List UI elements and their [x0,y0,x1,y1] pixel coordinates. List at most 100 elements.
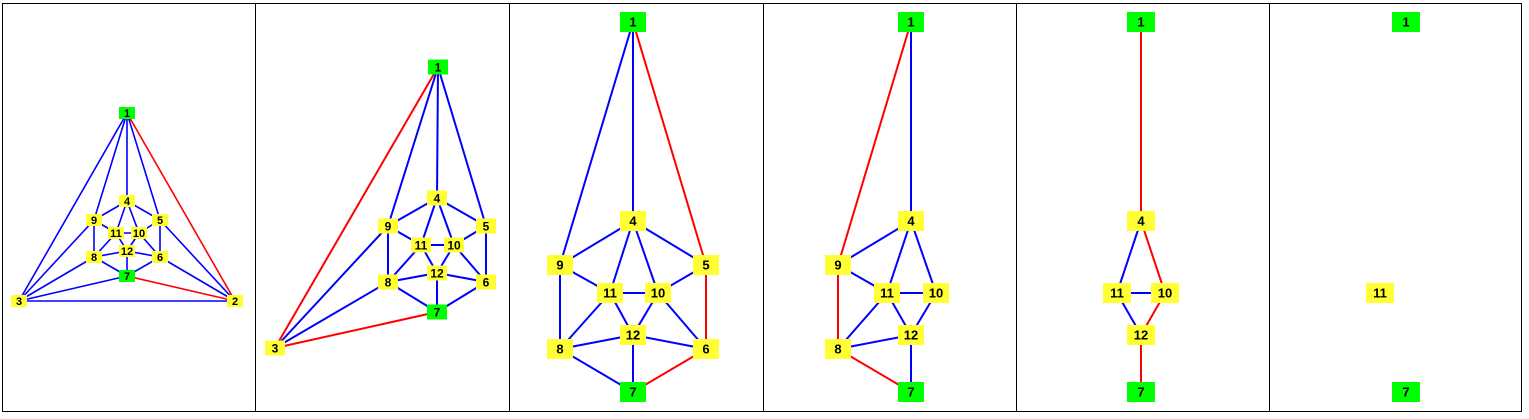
node-box [898,12,924,32]
node-box [693,339,719,359]
node-10: 10 [131,227,147,240]
node-box [1127,382,1155,402]
edge-3-7 [274,311,438,349]
node-label: 8 [834,342,841,357]
node-label: 1 [629,15,636,30]
node-box [11,295,27,307]
node-label: 10 [651,286,665,301]
node-box [1392,12,1420,32]
node-5: 5 [476,218,496,234]
node-box [131,227,147,239]
node-box [119,107,135,119]
node-label: 8 [91,252,97,264]
node-5: 5 [693,255,719,275]
node-11: 11 [597,283,623,303]
node-box [825,255,851,275]
node-10: 10 [444,237,464,253]
node-box [547,255,573,275]
node-label: 10 [447,238,461,252]
node-label: 7 [629,385,636,400]
node-box [1366,283,1394,303]
node-box [86,214,102,226]
node-box [1103,283,1131,303]
node-11: 11 [874,283,900,303]
edge-3-9 [18,219,95,302]
node-box [476,218,496,234]
edge-2-5 [159,219,236,302]
node-10: 10 [645,283,671,303]
edge-3-9 [274,225,389,349]
node-label: 6 [483,275,490,289]
edge-1-9 [837,21,912,266]
node-10: 10 [923,283,949,303]
node-11: 11 [1103,283,1131,303]
edge-1-3 [18,112,128,302]
node-label: 4 [124,196,131,208]
node-box [119,245,135,257]
node-label: 1 [1137,15,1144,30]
node-box [1127,211,1155,231]
node-box [620,382,646,402]
node-box [227,295,243,307]
node-label: 2 [232,296,238,308]
edge-4-11 [609,220,634,294]
node-label: 6 [702,342,709,357]
node-12: 12 [119,245,135,258]
node-11: 11 [411,237,431,253]
node-box [547,339,573,359]
node-label: 9 [385,219,392,233]
node-label: 11 [1110,286,1124,301]
node-box [825,339,851,359]
node-12: 12 [427,265,447,281]
node-4: 4 [119,195,135,208]
node-box [645,283,671,303]
node-6: 6 [152,251,168,264]
edge-1-5 [632,21,707,266]
node-4: 4 [898,211,924,231]
node-label: 1 [124,108,130,120]
node-4: 4 [620,211,646,231]
edge-1-3 [274,66,439,349]
edge-2-7 [126,275,236,302]
node-box [427,304,447,320]
node-box [476,274,496,290]
node-box [1392,382,1420,402]
node-1: 1 [1392,12,1420,32]
node-box [119,195,135,207]
node-1: 1 [1127,12,1155,32]
node-box [152,214,168,226]
node-label: 9 [556,258,563,273]
node-box [620,325,646,345]
node-label: 4 [434,191,441,205]
node-box [923,283,949,303]
node-box [152,251,168,263]
node-1: 1 [428,59,448,75]
node-7: 7 [119,270,135,283]
node-label: 3 [272,341,279,355]
node-label: 9 [91,215,97,227]
node-label: 11 [110,228,122,240]
node-box [898,211,924,231]
node-box [1127,325,1155,345]
node-label: 4 [629,214,637,229]
node-label: 7 [124,271,130,283]
node-3: 3 [11,295,27,308]
edge-1-5 [437,66,487,227]
node-box [898,382,924,402]
node-label: 11 [880,286,894,301]
node-9: 9 [86,214,102,227]
node-box [1151,283,1179,303]
node-label: 12 [904,328,918,343]
node-box [265,340,285,356]
node-box [108,227,124,239]
node-box [693,255,719,275]
node-6: 6 [476,274,496,290]
node-7: 7 [620,382,646,402]
edge-1-9 [559,21,634,266]
node-label: 10 [1158,286,1172,301]
node-label: 5 [702,258,709,273]
